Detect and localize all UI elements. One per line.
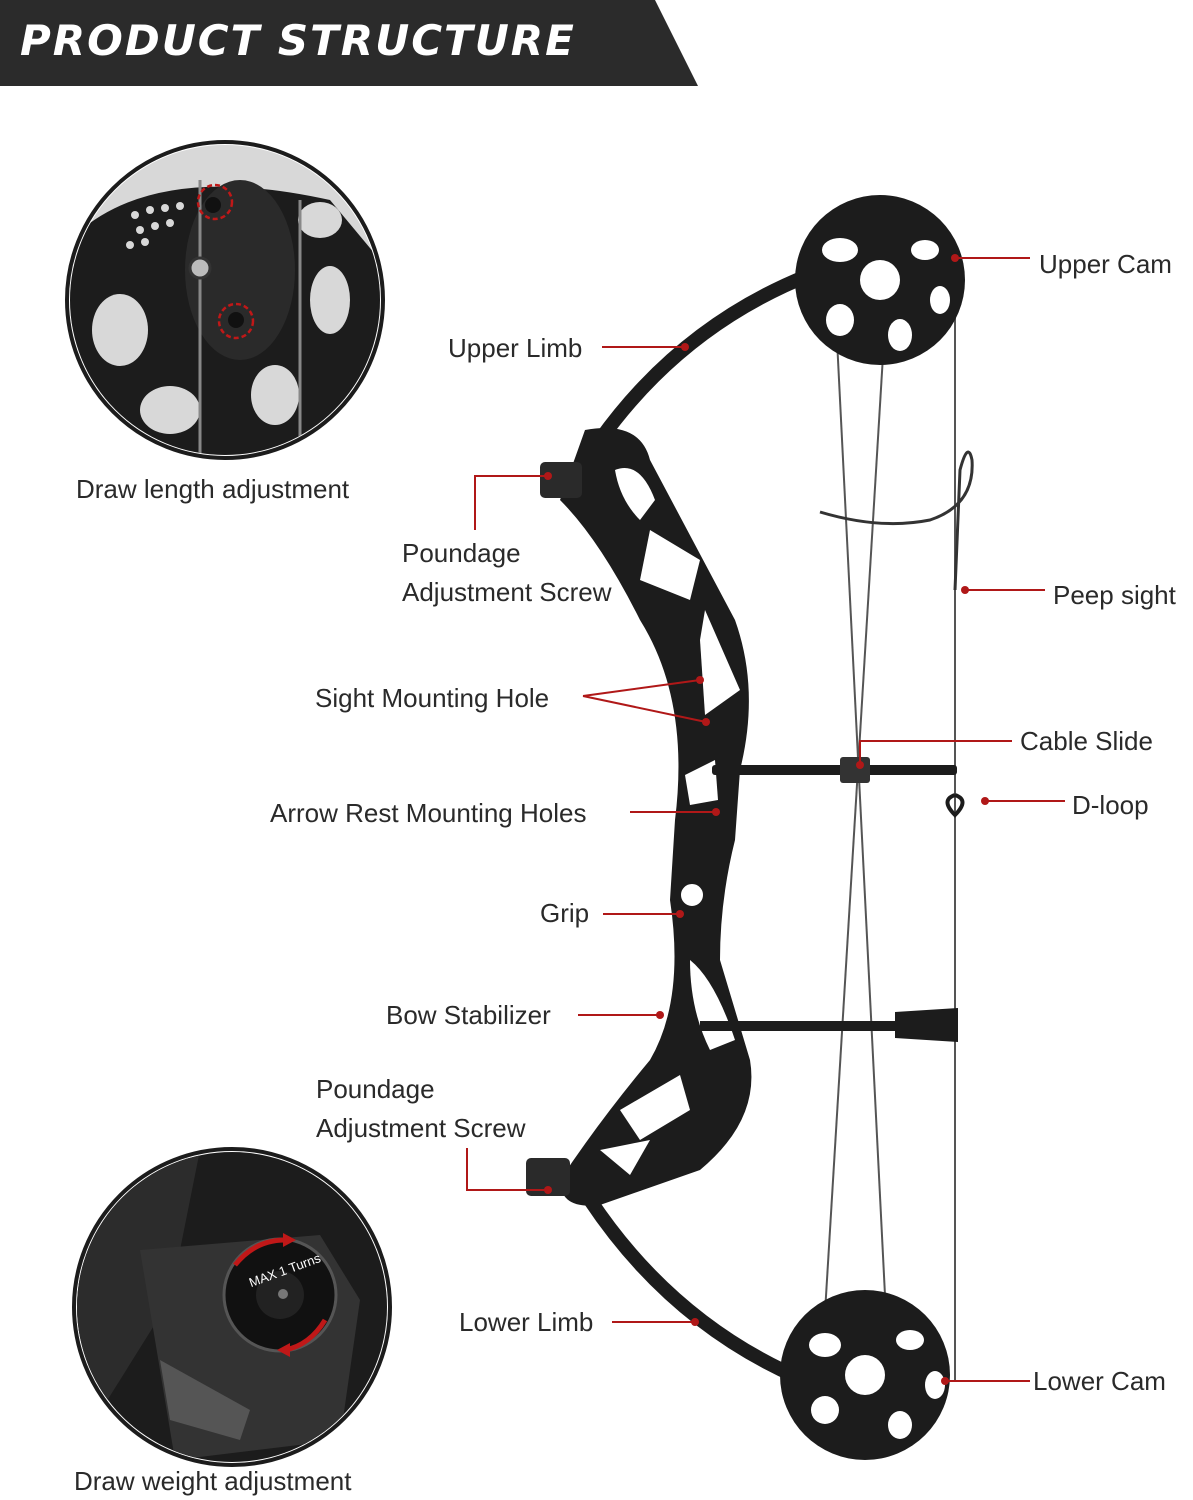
label-lower-limb: Lower Limb xyxy=(459,1307,594,1337)
label-bow-stabilizer: Bow Stabilizer xyxy=(386,1000,551,1030)
label-poundage-lower-line2: Adjustment Screw xyxy=(316,1113,526,1143)
label-grip: Grip xyxy=(540,898,590,928)
label-d-loop: D-loop xyxy=(1072,790,1149,820)
label-upper-limb: Upper Limb xyxy=(448,333,583,363)
label-cable-slide: Cable Slide xyxy=(1020,726,1153,756)
page-title: PRODUCT STRUCTURE xyxy=(20,16,576,65)
stabilizer-tip xyxy=(895,1008,958,1042)
draw-weight-inset: MAX 1 Turns xyxy=(72,1147,392,1467)
label-poundage-upper-line2: Adjustment Screw xyxy=(402,577,612,607)
label-poundage-upper-line1: Poundage xyxy=(402,538,521,568)
label-sight-mounting-hole: Sight Mounting Hole xyxy=(315,683,550,713)
stabilizer-rod xyxy=(700,1021,900,1031)
caption-draw-weight: Draw weight adjustment xyxy=(74,1466,352,1496)
upper-poundage-block xyxy=(540,462,582,498)
bow-strings xyxy=(819,239,956,1396)
caption-draw-length: Draw length adjustment xyxy=(76,474,350,504)
upper-cam-shape xyxy=(795,195,965,365)
cable-slide-rod xyxy=(712,765,957,775)
leader-lines xyxy=(466,257,1065,1382)
grip-logo xyxy=(679,882,705,908)
lower-cam-shape xyxy=(780,1290,950,1460)
label-peep-sight: Peep sight xyxy=(1053,580,1176,610)
riser-cutouts xyxy=(600,468,740,1175)
peep-tubing xyxy=(819,450,974,591)
leader-dots xyxy=(544,254,989,1385)
lower-poundage-block xyxy=(526,1158,570,1196)
draw-length-inset xyxy=(65,140,385,460)
label-arrow-rest-holes: Arrow Rest Mounting Holes xyxy=(270,798,587,828)
cable-slide-block xyxy=(840,757,870,783)
d-loop-shape xyxy=(945,793,965,818)
label-poundage-lower-line1: Poundage xyxy=(316,1074,435,1104)
label-upper-cam: Upper Cam xyxy=(1039,249,1172,279)
label-lower-cam: Lower Cam xyxy=(1033,1366,1166,1396)
header-bar xyxy=(0,0,698,86)
